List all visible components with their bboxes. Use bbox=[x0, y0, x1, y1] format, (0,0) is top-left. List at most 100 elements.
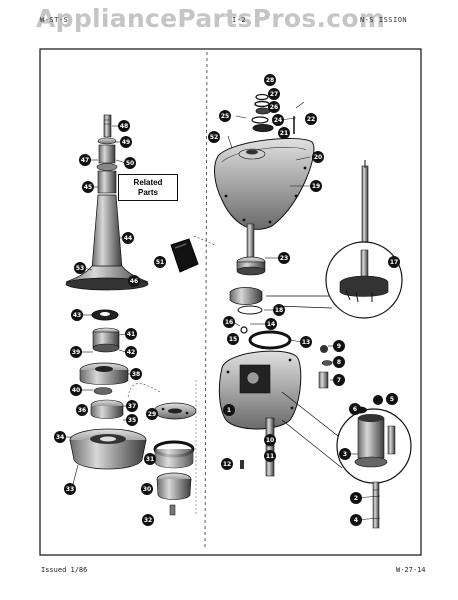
svg-text:41: 41 bbox=[127, 331, 135, 338]
svg-text:40: 40 bbox=[72, 387, 80, 394]
callout-33: 33 bbox=[64, 483, 76, 495]
svg-text:10: 10 bbox=[266, 437, 274, 444]
callout-44: 44 bbox=[122, 232, 134, 244]
svg-text:1: 1 bbox=[227, 407, 231, 414]
callout-32: 32 bbox=[142, 514, 154, 526]
svg-text:33: 33 bbox=[66, 486, 74, 493]
svg-text:32: 32 bbox=[144, 517, 152, 524]
transmission-cover-assembly bbox=[214, 93, 315, 276]
svg-text:14: 14 bbox=[267, 321, 275, 328]
svg-text:38: 38 bbox=[132, 371, 140, 378]
callout-25: 25 bbox=[219, 110, 231, 122]
callout-17: 17 bbox=[388, 256, 400, 268]
related-parts-line2: Parts bbox=[137, 188, 158, 197]
callout-7: 7 bbox=[333, 374, 345, 386]
callout-21: 21 bbox=[278, 127, 290, 139]
callout-48: 48 bbox=[118, 120, 130, 132]
callout-18: 18 bbox=[273, 304, 285, 316]
svg-text:2: 2 bbox=[354, 495, 358, 502]
svg-text:5: 5 bbox=[390, 396, 394, 403]
callout-52: 52 bbox=[208, 131, 220, 143]
svg-text:46: 46 bbox=[130, 278, 138, 285]
callout-13: 13 bbox=[300, 336, 312, 348]
svg-text:23: 23 bbox=[280, 255, 288, 262]
callout-22: 22 bbox=[305, 113, 317, 125]
callout-42: 42 bbox=[125, 346, 137, 358]
related-parts-line1: Related bbox=[133, 178, 163, 187]
callout-14: 14 bbox=[265, 318, 277, 330]
callout-41: 41 bbox=[125, 328, 137, 340]
callout-3: 3 bbox=[339, 448, 351, 460]
svg-text:52: 52 bbox=[210, 134, 218, 141]
callout-10: 10 bbox=[264, 434, 276, 446]
callout-15: 15 bbox=[227, 333, 239, 345]
callout-12: 12 bbox=[221, 458, 233, 470]
svg-text:24: 24 bbox=[274, 117, 282, 124]
callout-19: 19 bbox=[310, 180, 322, 192]
svg-text:21: 21 bbox=[280, 130, 288, 137]
callout-4: 4 bbox=[350, 514, 362, 526]
callout-45: 45 bbox=[82, 181, 94, 193]
callout-2: 2 bbox=[350, 492, 362, 504]
svg-text:8: 8 bbox=[337, 359, 341, 366]
svg-text:34: 34 bbox=[56, 434, 64, 441]
callout-31: 31 bbox=[144, 453, 156, 465]
svg-text:51: 51 bbox=[156, 259, 164, 266]
callout-37: 37 bbox=[126, 400, 138, 412]
page-frame bbox=[39, 48, 422, 556]
svg-text:31: 31 bbox=[146, 456, 154, 463]
callout-27: 27 bbox=[268, 88, 280, 100]
callout-1: 1 bbox=[223, 404, 235, 416]
svg-text:20: 20 bbox=[314, 154, 322, 161]
callout-20: 20 bbox=[312, 151, 324, 163]
svg-text:13: 13 bbox=[302, 339, 310, 346]
svg-text:42: 42 bbox=[127, 349, 135, 356]
svg-text:12: 12 bbox=[223, 461, 231, 468]
svg-text:43: 43 bbox=[73, 312, 81, 319]
page-code: W-27-14 bbox=[396, 566, 426, 574]
callout-39: 39 bbox=[70, 346, 82, 358]
callout-5: 5 bbox=[386, 393, 398, 405]
callout-8: 8 bbox=[333, 356, 345, 368]
callout-29: 29 bbox=[146, 408, 158, 420]
svg-text:49: 49 bbox=[122, 139, 130, 146]
callout-23: 23 bbox=[278, 252, 290, 264]
svg-text:19: 19 bbox=[312, 183, 320, 190]
svg-text:16: 16 bbox=[225, 319, 233, 326]
svg-text:9: 9 bbox=[337, 343, 341, 350]
watermark: AppliancePartsPros.com bbox=[36, 4, 386, 33]
callout-47: 47 bbox=[79, 154, 91, 166]
callout-38: 38 bbox=[130, 368, 142, 380]
svg-text:27: 27 bbox=[270, 91, 278, 98]
svg-text:37: 37 bbox=[128, 403, 136, 410]
svg-text:15: 15 bbox=[229, 336, 237, 343]
svg-text:7: 7 bbox=[337, 377, 341, 384]
part-51-block bbox=[170, 235, 216, 273]
callout-26: 26 bbox=[268, 101, 280, 113]
svg-text:39: 39 bbox=[72, 349, 80, 356]
svg-text:6: 6 bbox=[353, 406, 357, 413]
svg-text:29: 29 bbox=[148, 411, 156, 418]
svg-text:36: 36 bbox=[78, 407, 86, 414]
svg-text:17: 17 bbox=[390, 259, 398, 266]
svg-text:25: 25 bbox=[221, 113, 229, 120]
svg-text:48: 48 bbox=[120, 123, 128, 130]
svg-text:30: 30 bbox=[143, 486, 151, 493]
svg-text:44: 44 bbox=[124, 235, 132, 242]
svg-text:45: 45 bbox=[84, 184, 92, 191]
header-right: N-S ISSION bbox=[360, 16, 408, 24]
svg-text:50: 50 bbox=[126, 160, 134, 167]
callout-11: 11 bbox=[264, 450, 276, 462]
svg-text:3: 3 bbox=[343, 451, 347, 458]
callout-46: 46 bbox=[128, 275, 140, 287]
callout-43: 43 bbox=[71, 309, 83, 321]
callout-28: 28 bbox=[264, 74, 276, 86]
svg-text:11: 11 bbox=[266, 453, 274, 460]
callout-40: 40 bbox=[70, 384, 82, 396]
callout-53: 53 bbox=[74, 262, 86, 274]
callout-51: 51 bbox=[154, 256, 166, 268]
callout-36: 36 bbox=[76, 404, 88, 416]
svg-text:53: 53 bbox=[76, 265, 84, 272]
